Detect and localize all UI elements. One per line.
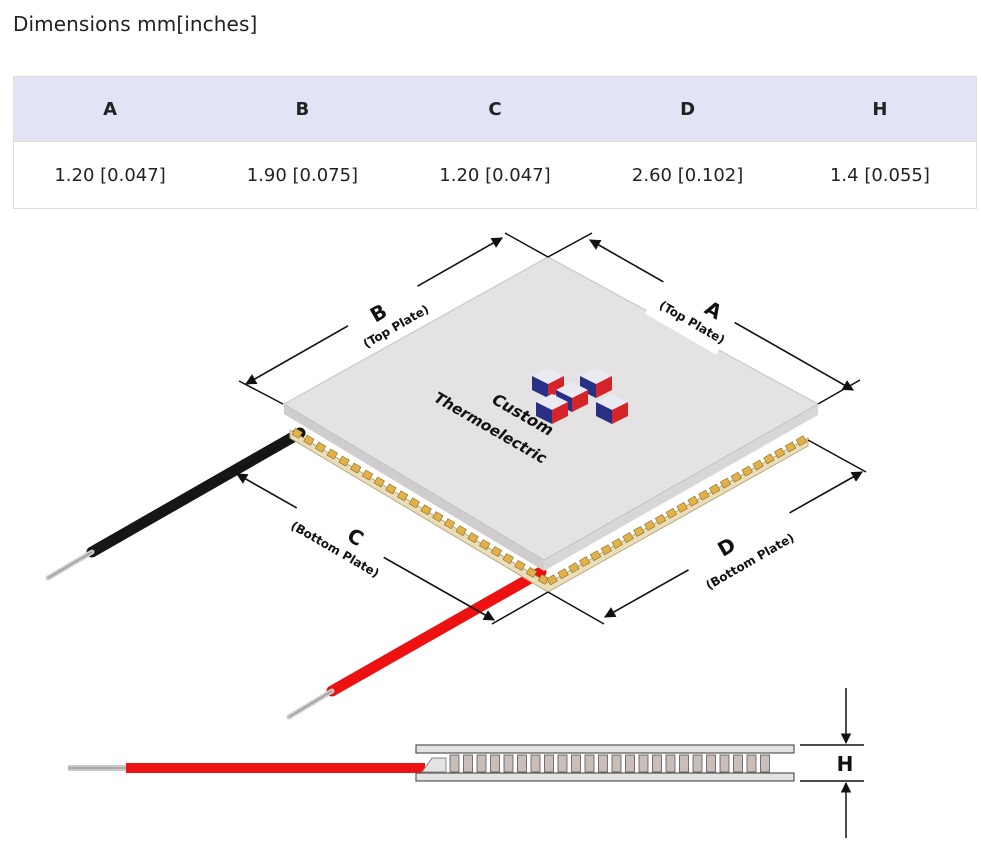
side-element-block — [760, 754, 770, 773]
dimensions-title: Dimensions mm[inches] — [13, 12, 258, 36]
table-row: 1.20 [0.047] 1.90 [0.075] 1.20 [0.047] 2… — [13, 141, 977, 209]
element-block — [338, 455, 350, 467]
side-element-block — [449, 754, 460, 773]
side-elements — [449, 754, 770, 773]
side-element-block — [746, 754, 757, 773]
side-element-block — [490, 754, 500, 773]
element-block — [795, 435, 807, 447]
side-element-block — [652, 754, 662, 773]
element-block — [774, 447, 786, 459]
side-element-block — [544, 754, 554, 773]
side-element-block — [557, 754, 568, 773]
value-d: 2.60 [0.102] — [591, 141, 784, 209]
header-a: A — [13, 76, 207, 142]
side-bottom-plate — [415, 772, 795, 782]
side-element-block — [665, 754, 676, 773]
value-h: 1.4 [0.055] — [783, 141, 977, 209]
dimension-label-h: H — [837, 752, 854, 776]
element-block — [537, 573, 549, 585]
red-wire — [286, 566, 547, 720]
side-element-block — [517, 754, 527, 773]
element-block — [589, 550, 602, 562]
side-element-block — [679, 754, 689, 773]
side-element-block — [692, 754, 703, 773]
header-c: C — [398, 76, 592, 142]
element-block — [752, 459, 764, 471]
value-b: 1.90 [0.075] — [206, 141, 399, 209]
side-element-block — [719, 754, 730, 773]
side-element-block — [733, 754, 743, 773]
side-element-block — [571, 754, 581, 773]
side-element-block — [503, 754, 514, 773]
header-d: D — [591, 76, 784, 142]
side-element-block — [463, 754, 473, 773]
value-a: 1.20 [0.047] — [13, 141, 207, 209]
header-h: H — [783, 76, 977, 142]
element-block — [502, 553, 514, 564]
element-block — [514, 559, 526, 571]
side-top-plate — [415, 744, 795, 754]
element-block — [784, 441, 797, 453]
bottom-plate — [289, 429, 809, 593]
side-element-block — [598, 754, 608, 773]
side-element-block — [476, 754, 487, 773]
module-diagram: Custom Thermoelectric B (Top Plate) A (T… — [45, 232, 867, 838]
value-c: 1.20 [0.047] — [398, 141, 592, 209]
side-element-block — [530, 754, 541, 773]
black-wire — [45, 427, 306, 581]
table-header-row: A B C D H — [13, 76, 977, 142]
element-block — [579, 556, 591, 568]
header-b: B — [206, 76, 399, 142]
element-block — [291, 427, 303, 439]
element-block — [763, 453, 775, 465]
element-block — [568, 562, 580, 574]
side-element-block — [625, 754, 635, 773]
side-view — [68, 688, 864, 838]
element-block — [326, 448, 338, 460]
element-block — [526, 566, 538, 578]
side-element-block — [638, 754, 649, 773]
element-block — [546, 574, 558, 586]
side-element-block — [706, 754, 716, 773]
element-block — [350, 462, 362, 474]
element-block — [303, 434, 315, 446]
side-element-block — [584, 754, 595, 773]
dimensions-table: A B C D H 1.20 [0.047] 1.90 [0.075] 1.20… — [13, 76, 977, 209]
element-block — [314, 441, 327, 453]
side-element-block — [611, 754, 622, 773]
element-block — [557, 568, 569, 580]
